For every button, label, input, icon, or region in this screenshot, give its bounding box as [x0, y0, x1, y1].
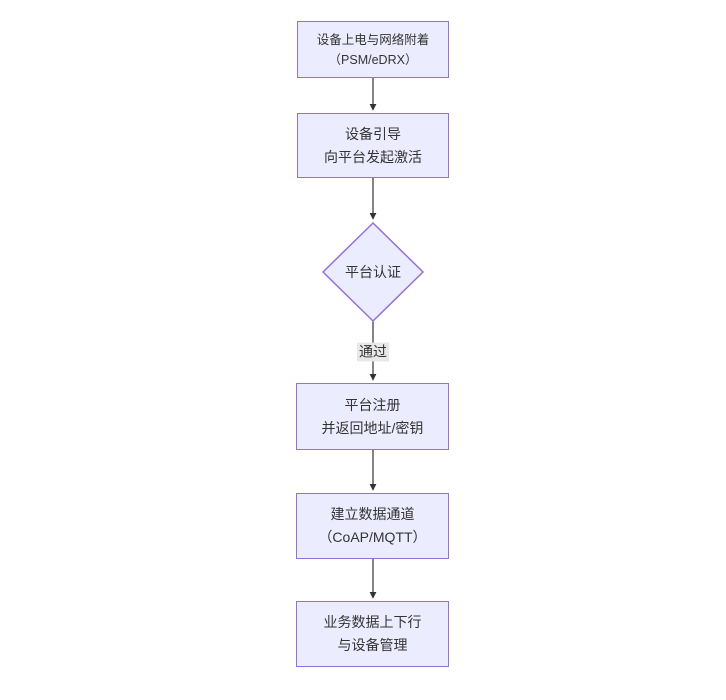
node-platform-register-line-1: 平台注册: [344, 396, 401, 413]
node-bootstrap-line-1: 设备引导: [345, 125, 401, 142]
node-data-channel-line-1: 建立数据通道: [330, 506, 415, 522]
node-bootstrap: 设备引导 向平台发起激活: [297, 113, 449, 178]
node-power-on: 设备上电与网络附着 （PSM/eDRX）: [297, 21, 449, 78]
node-business-data: 业务数据上下行 与设备管理: [296, 601, 449, 667]
node-power-on-line-2: （PSM/eDRX）: [328, 52, 418, 67]
node-bootstrap-line-2: 向平台发起激活: [324, 148, 422, 165]
node-platform-register: 平台注册 并返回地址/密钥: [296, 383, 449, 450]
decision-platform-auth-label: 平台认证: [345, 264, 401, 280]
node-business-data-line-1: 业务数据上下行: [323, 614, 422, 630]
node-platform-register-line-2: 并返回地址/密钥: [321, 419, 424, 436]
node-business-data-line-2: 与设备管理: [337, 637, 408, 653]
edge-label-pass: 通过: [357, 342, 389, 362]
node-data-channel-line-2: （CoAP/MQTT）: [318, 529, 427, 545]
node-power-on-line-1: 设备上电与网络附着: [316, 32, 430, 47]
node-data-channel: 建立数据通道 （CoAP/MQTT）: [296, 493, 449, 559]
